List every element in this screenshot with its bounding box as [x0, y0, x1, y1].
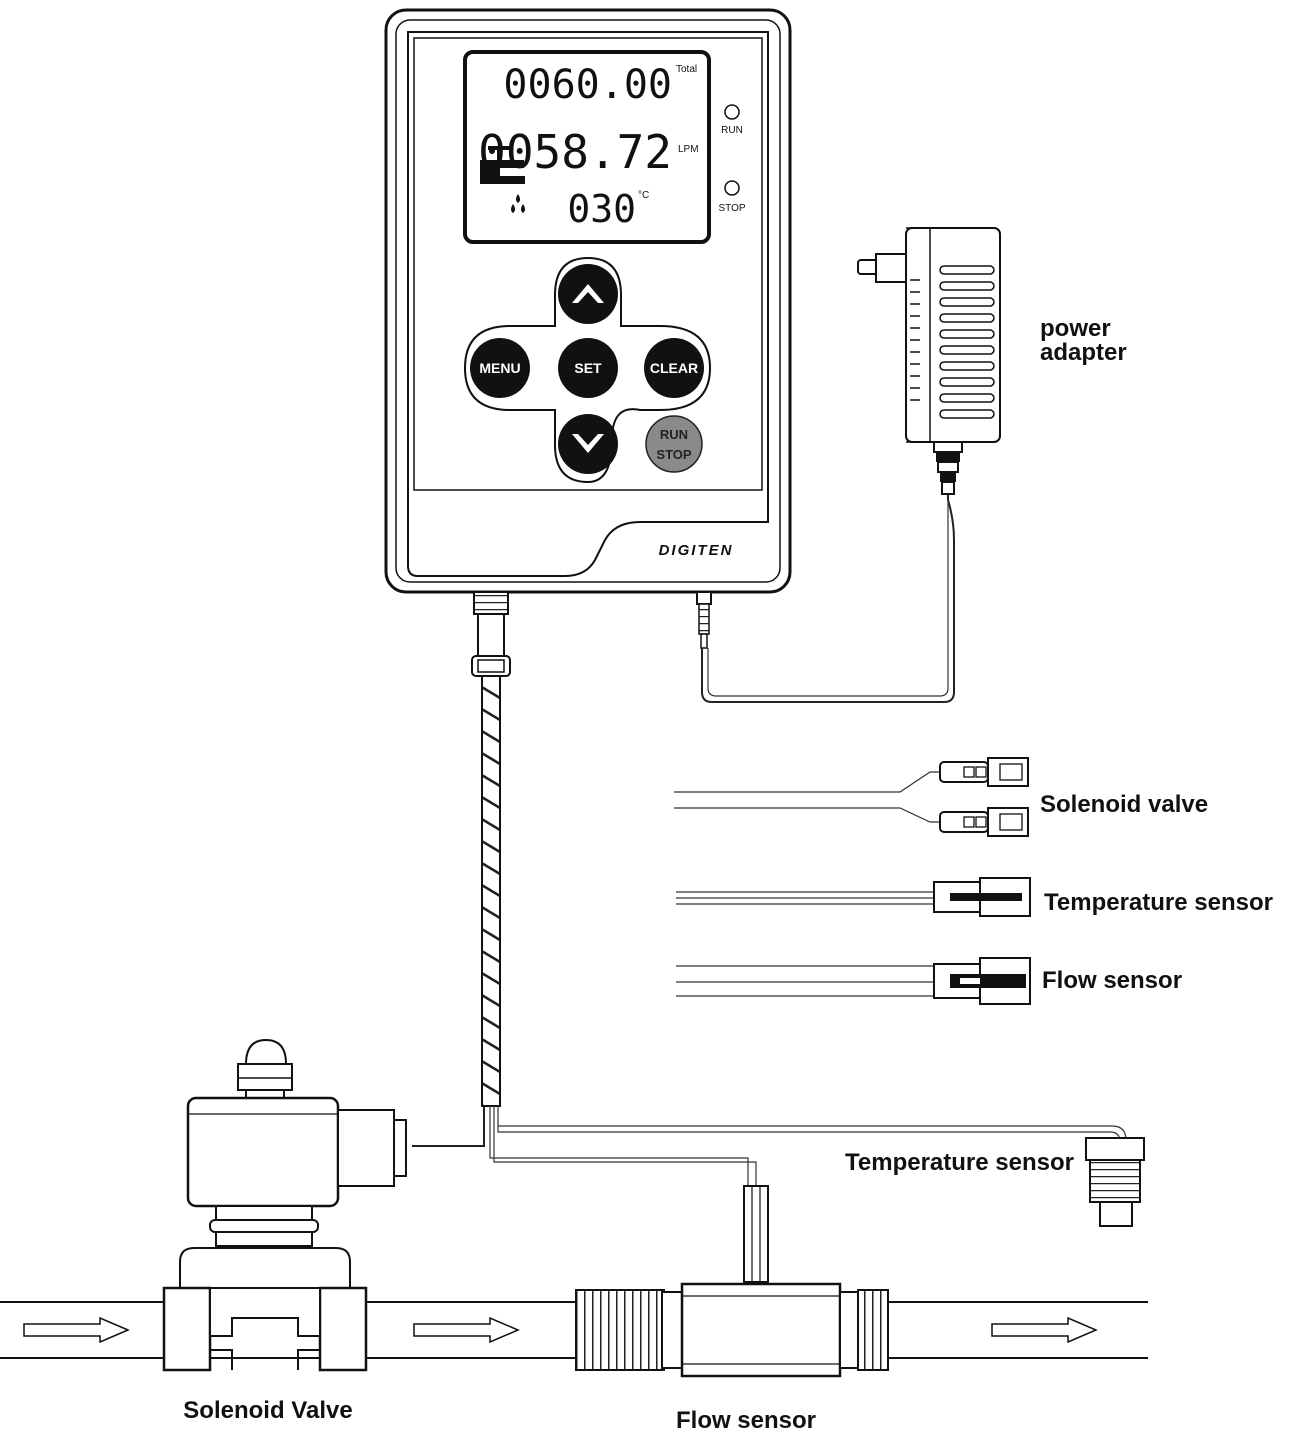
clear-button[interactable]: CLEAR: [644, 338, 704, 398]
up-arrow-icon: [572, 284, 604, 303]
temp-unit: °C: [638, 190, 649, 201]
flow-arrow-icon: [23, 1316, 1098, 1344]
svg-text:SET: SET: [574, 360, 602, 376]
flow-sensor: [575, 1185, 889, 1378]
menu-button[interactable]: MENU: [470, 338, 530, 398]
brand-logo: DIGITEN: [659, 542, 734, 559]
stop-indicator: STOP: [718, 180, 746, 214]
svg-text:RUN: RUN: [660, 427, 688, 442]
flow-sensor-connector: [676, 957, 1031, 1005]
flow-sensor-label: Flow sensor: [676, 1407, 816, 1434]
power-adapter: [857, 227, 1001, 495]
svg-text:RUN: RUN: [721, 125, 743, 136]
flow-readout: 0058.72: [478, 125, 672, 179]
temperature-sensor-label: Temperature sensor: [845, 1149, 1074, 1176]
flow-sensor-connector-label: Flow sensor: [1042, 967, 1182, 994]
power-adapter-label-2: adapter: [1040, 339, 1127, 366]
run-indicator: RUN: [721, 104, 743, 136]
total-readout: 0060.00: [503, 62, 672, 108]
set-button[interactable]: SET: [558, 338, 618, 398]
run-stop-button[interactable]: RUN STOP: [645, 415, 703, 473]
temperature-sensor-connector: [676, 877, 1031, 917]
sensor-cable: [481, 675, 501, 1107]
solenoid-valve-connector-label: Solenoid valve: [1040, 791, 1208, 818]
svg-text:STOP: STOP: [656, 447, 691, 462]
faucet-icon: [480, 146, 525, 213]
temperature-sensor-connector-label: Temperature sensor: [1044, 889, 1273, 916]
sensor-cable-connector: [471, 591, 511, 677]
svg-text:CLEAR: CLEAR: [650, 360, 698, 376]
flow-unit: LPM: [678, 144, 699, 155]
temperature-sensor: [1085, 1137, 1145, 1227]
down-button[interactable]: [558, 414, 618, 474]
svg-text:STOP: STOP: [718, 203, 745, 214]
solenoid-valve-label: Solenoid Valve: [183, 1397, 352, 1424]
temp-readout: 030: [567, 187, 636, 231]
lcd-display: 0060.00 Total 0058.72 LPM 030 °C: [463, 50, 711, 244]
total-unit: Total: [676, 64, 697, 75]
power-jack: [696, 591, 712, 649]
solenoid-valve: [162, 1038, 407, 1372]
down-arrow-icon: [572, 434, 604, 453]
power-cable: [701, 494, 955, 703]
power-adapter-label-1: power: [1040, 315, 1111, 342]
svg-text:MENU: MENU: [479, 360, 520, 376]
up-button[interactable]: [558, 264, 618, 324]
solenoid-valve-connector: [674, 757, 1029, 837]
